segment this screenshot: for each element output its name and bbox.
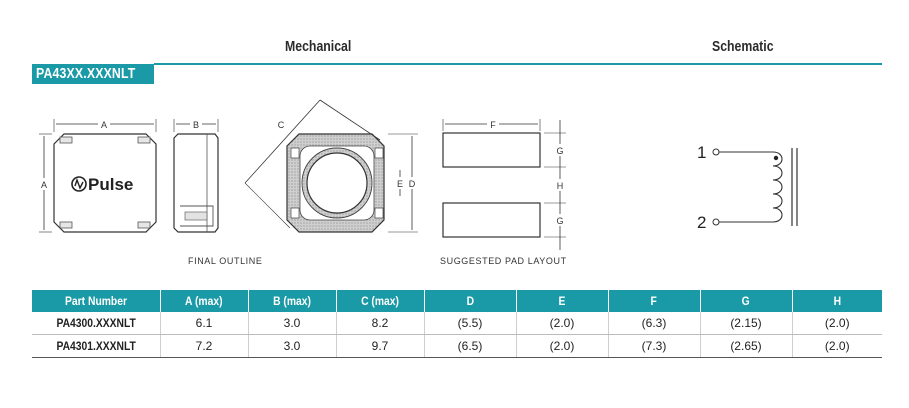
table-cell: (2.15) bbox=[700, 312, 793, 335]
pulse-logo-text: Pulse bbox=[88, 175, 133, 194]
bottom-view: C E D bbox=[244, 99, 418, 233]
col-header-c: C (max) bbox=[336, 290, 425, 312]
table-cell: (2.65) bbox=[700, 334, 793, 358]
dim-label-c: C bbox=[278, 120, 285, 130]
table-cell: (6.3) bbox=[608, 312, 701, 335]
dim-label-d: D bbox=[409, 179, 416, 189]
table-cell: (2.0) bbox=[516, 334, 609, 358]
dim-label-g-bottom: G bbox=[556, 216, 563, 226]
table-row: PA4300.XXXNLT 6.1 3.0 8.2 (5.5) (2.0) (6… bbox=[32, 312, 882, 335]
col-header-d: D bbox=[424, 290, 517, 312]
part-series-banner: PA43XX.XXXNLT bbox=[32, 64, 154, 84]
mechanical-drawing: Pulse A A B bbox=[38, 99, 798, 250]
schematic-heading: Schematic bbox=[712, 38, 774, 55]
coil-icon bbox=[772, 151, 783, 223]
dim-label-a-top: A bbox=[101, 120, 107, 130]
table-cell: 8.2 bbox=[336, 312, 425, 335]
pin-1-label: 1 bbox=[697, 143, 706, 162]
table-cell: (2.0) bbox=[792, 334, 882, 358]
col-header-h: H bbox=[792, 290, 882, 312]
side-view: B bbox=[173, 118, 219, 233]
pad-layout: F G H G bbox=[442, 118, 566, 250]
part-number-cell: PA4300.XXXNLT bbox=[32, 312, 161, 335]
final-outline-caption: FINAL OUTLINE bbox=[188, 256, 263, 266]
dim-label-b: B bbox=[193, 120, 199, 130]
col-header-f: F bbox=[608, 290, 701, 312]
col-header-part-number: Part Number bbox=[32, 290, 161, 312]
col-header-g: G bbox=[700, 290, 793, 312]
table-cell: (7.3) bbox=[608, 334, 701, 358]
col-header-e: E bbox=[516, 290, 609, 312]
pulse-logo-icon bbox=[71, 176, 87, 192]
dim-label-g-top: G bbox=[556, 146, 563, 156]
table-cell: 9.7 bbox=[336, 334, 425, 358]
table-cell: 3.0 bbox=[248, 334, 337, 358]
dim-label-h: H bbox=[557, 181, 564, 191]
table-cell: 7.2 bbox=[160, 334, 249, 358]
table-header-row: Part Number A (max) B (max) C (max) D E … bbox=[32, 290, 882, 312]
table-cell: 6.1 bbox=[160, 312, 249, 335]
col-header-a: A (max) bbox=[160, 290, 249, 312]
pin-2-label: 2 bbox=[697, 213, 706, 232]
dim-label-e: E bbox=[397, 179, 403, 189]
col-header-b: B (max) bbox=[248, 290, 337, 312]
part-number-cell: PA4301.XXXNLT bbox=[32, 334, 161, 358]
table-cell: (6.5) bbox=[424, 334, 517, 358]
top-view: Pulse A A bbox=[38, 118, 157, 233]
dim-label-f: F bbox=[490, 120, 496, 130]
table-cell: (2.0) bbox=[792, 312, 882, 335]
table-cell: (5.5) bbox=[424, 312, 517, 335]
pad-layout-caption: SUGGESTED PAD LAYOUT bbox=[440, 256, 567, 266]
dim-label-a-side: A bbox=[41, 180, 47, 190]
banner-text: PA43XX.XXXNLT bbox=[36, 65, 136, 82]
table-cell: (2.0) bbox=[516, 312, 609, 335]
mechanical-heading: Mechanical bbox=[285, 38, 352, 55]
banner-rule bbox=[154, 63, 882, 65]
table-row: PA4301.XXXNLT 7.2 3.0 9.7 (6.5) (2.0) (7… bbox=[32, 334, 882, 358]
inductor-schematic: 1 2 bbox=[697, 143, 798, 232]
dimensions-table: Part Number A (max) B (max) C (max) D E … bbox=[32, 290, 882, 358]
table-cell: 3.0 bbox=[248, 312, 337, 335]
